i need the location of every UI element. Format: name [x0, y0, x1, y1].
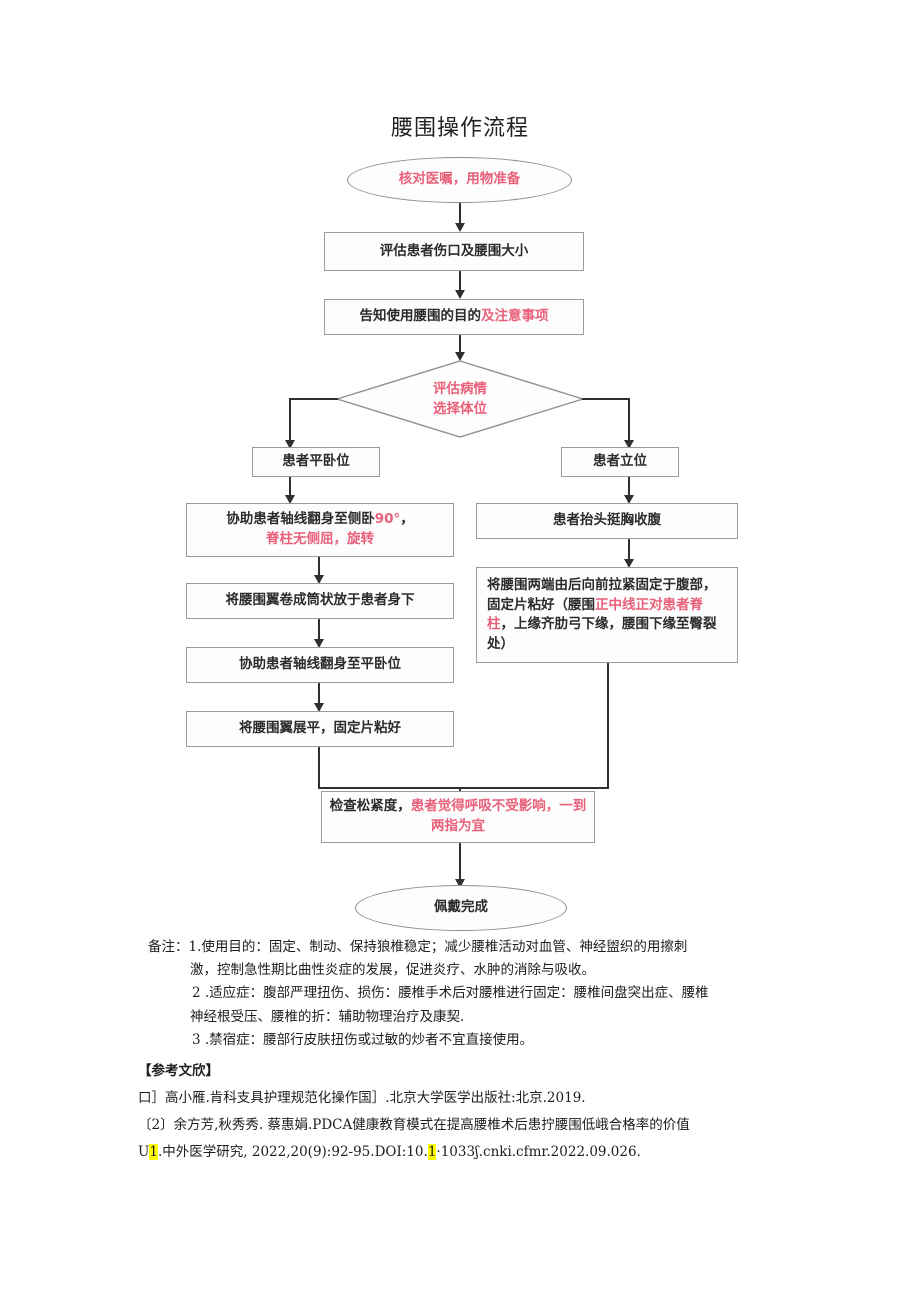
flow-node-inform-purpose: 告知使用腰围的目的及注意事项	[324, 299, 584, 335]
references-section: 【参考文欣】 口］高小雁.肯科支具护理规范化操作国］.北京大学医学出版社:北京.…	[138, 1058, 818, 1166]
check-red-part: 患者觉得呼吸不受影响，一到两指为宜	[410, 798, 587, 834]
references-heading: 【参考文欣】	[138, 1063, 219, 1079]
right-step2-red-a: 正中线正对患者脊柱	[487, 596, 703, 633]
flow-node-left-step-2: 将腰围翼卷成筒状放于患者身下	[186, 583, 454, 619]
arrowhead-inform-to-decision	[455, 352, 465, 361]
ref2-suffix: ·1033ʃ.cnki.cfmr.2022.09.026.	[436, 1144, 641, 1160]
right-step2-black-a: 将腰围两端由后向前拉紧固定于腹部，固定片粘好（腰围	[487, 577, 717, 613]
note-2-line-1: 适应症：腹部严理扭伤、损伤：腰椎手术后对腰椎进行固定：腰椎间盘突出症、腰椎	[209, 985, 709, 1002]
flow-node-right-standing-label: 患者立位	[561, 447, 679, 477]
flow-node-end: 佩戴完成	[355, 885, 567, 931]
note-3-number: 3 .	[192, 1031, 210, 1048]
flow-node-decision-label: 评估病情 选择体位	[336, 360, 584, 438]
connector-left-merge-down	[318, 747, 320, 789]
flow-node-assess-wound-label: 评估患者伤口及腰围大小	[379, 242, 529, 259]
inform-black-part: 告知使用腰围的目的	[359, 308, 482, 325]
flow-node-check-tightness: 检查松紧度，患者觉得呼吸不受影响，一到两指为宜	[321, 791, 595, 843]
decision-line-1: 评估病情	[433, 380, 487, 397]
left-step1-black-b: ，	[400, 511, 414, 528]
connector-right-2	[628, 539, 630, 561]
reference-entry-2-line-2: U1.中外医学研究, 2022,20(9):92-95.DOI:10.1·103…	[138, 1139, 818, 1166]
note-1-number: 1.	[188, 939, 202, 955]
flow-node-left-step-1: 协助患者轴线翻身至侧卧90°， 脊柱无侧屈，旋转	[186, 503, 454, 557]
connector-check-to-end	[459, 843, 461, 882]
inform-red-part: 及注意事项	[481, 308, 549, 325]
reference-entry-2-line-1: 〔2〕余方芳,秋秀秀. 蔡惠娟.PDCA健康教育模式在提高腰椎术后患拧腰围低峨合…	[138, 1117, 690, 1133]
flow-node-left-supine-text: 患者平卧位	[282, 453, 350, 470]
right-step2-black-b: ，上缘齐肋弓下缘，腰围下缘至臀裂处）	[487, 616, 717, 652]
left-step1-black-a: 协助患者轴线翻身至侧卧	[226, 511, 375, 528]
flow-node-left-supine-label: 患者平卧位	[252, 447, 380, 477]
flow-node-left-step-3: 协助患者轴线翻身至平卧位	[186, 647, 454, 683]
notes-section: 备注：1.使用目的：固定、制动、保持狼椎稳定；减少腰椎活动对血管、神经盥织的用擦…	[148, 936, 808, 1052]
arrowhead-start-to-assess	[455, 223, 465, 232]
diamond-shape-icon	[336, 360, 584, 438]
flow-node-assess-wound: 评估患者伤口及腰围大小	[324, 232, 584, 271]
connector-start-to-assess	[459, 203, 461, 225]
flow-node-left-step-1-label: 协助患者轴线翻身至侧卧90°， 脊柱无侧屈，旋转	[226, 510, 414, 549]
arrowhead-left-1	[285, 495, 295, 504]
flow-node-inform-purpose-label: 告知使用腰围的目的及注意事项	[360, 307, 549, 327]
ref2-prefix: U	[138, 1144, 150, 1160]
ref2-highlight-2: 1	[427, 1144, 437, 1160]
arrowhead-right-2	[624, 559, 634, 568]
note-item-3: 3 .禁宿症：腰部行皮肤扭伤或过敏的炒者不宜直接使用。	[148, 1029, 808, 1052]
connector-assess-to-inform	[459, 271, 461, 292]
flow-node-left-step-4-label: 将腰围翼展平，固定片粘好	[239, 720, 401, 737]
flow-node-start: 核对医嘱，用物准备	[347, 157, 572, 203]
arrowhead-right-1	[624, 495, 634, 504]
note-2-number: 2 .	[192, 985, 210, 1002]
arrowhead-decision-left	[285, 440, 295, 449]
connector-decision-right-horizontal	[582, 398, 630, 400]
left-step1-red-a: 90°	[374, 511, 401, 528]
connector-inform-to-decision	[459, 335, 461, 355]
connector-left-3	[318, 619, 320, 641]
connector-left-4	[318, 683, 320, 705]
ref2-middle: .中外医学研究, 2022,20(9):92-95.DOI:10.	[157, 1144, 428, 1160]
note-2-line-2: 神经根受压、腰椎的折：辅助物理治疗及康契.	[190, 1008, 465, 1025]
connector-right-1	[628, 477, 630, 497]
flow-node-right-step-2-label: 将腰围两端由后向前拉紧固定于腹部，固定片粘好（腰围正中线正对患者脊柱，上缘齐肋弓…	[487, 576, 727, 654]
connector-decision-right-vertical	[628, 398, 630, 442]
connector-left-2	[318, 557, 320, 577]
reference-entry-1: 口］高小雁.肯科支具护理规范化操作国］.北京大学医学出版社:北京.2019.	[138, 1090, 586, 1106]
note-1-line-2: 激，控制急性期比曲性炎症的发展，促进炎疗、水肿的消除与吸收。	[190, 962, 595, 979]
flow-node-left-step-2-label: 将腰围翼卷成筒状放于患者身下	[225, 592, 415, 609]
connector-left-1	[289, 477, 291, 497]
flow-node-check-tightness-label: 检查松紧度，患者觉得呼吸不受影响，一到两指为宜	[328, 797, 588, 836]
arrowhead-check-to-end	[455, 879, 465, 888]
ref2-highlight-1: 1	[149, 1144, 158, 1160]
arrowhead-left-3	[314, 639, 324, 648]
decision-line-2: 选择体位	[433, 401, 487, 417]
note-item-1: 备注：1.使用目的：固定、制动、保持狼椎稳定；减少腰椎活动对血管、神经盥织的用擦…	[148, 936, 808, 959]
arrowhead-decision-right	[624, 440, 634, 449]
flow-node-right-step-1: 患者抬头挺胸收腹	[476, 503, 738, 539]
flow-node-left-step-3-label: 协助患者轴线翻身至平卧位	[239, 656, 401, 673]
connector-decision-left-horizontal	[289, 398, 338, 400]
flow-node-right-step-2: 将腰围两端由后向前拉紧固定于腹部，固定片粘好（腰围正中线正对患者脊柱，上缘齐肋弓…	[476, 567, 738, 663]
notes-prefix: 备注：	[148, 939, 189, 955]
flow-node-right-step-1-label: 患者抬头挺胸收腹	[553, 512, 661, 529]
page-title: 腰围操作流程	[390, 116, 529, 141]
flow-node-left-step-4: 将腰围翼展平，固定片粘好	[186, 711, 454, 747]
note-1-line-1: 使用目的：固定、制动、保持狼椎稳定；减少腰椎活动对血管、神经盥织的用擦刺	[201, 939, 688, 955]
check-black-part: 检查松紧度，	[329, 798, 411, 815]
arrowhead-assess-to-inform	[455, 290, 465, 299]
note-3-line-1: 禁宿症：腰部行皮肤扭伤或过敏的炒者不宜直接使用。	[209, 1031, 534, 1048]
connector-decision-left-vertical	[289, 398, 291, 442]
arrowhead-left-4	[314, 703, 324, 712]
flow-node-start-label: 核对医嘱，用物准备	[398, 171, 521, 188]
connector-right-merge-down	[607, 663, 609, 789]
flow-node-right-standing-text: 患者立位	[593, 453, 647, 470]
flow-node-decision: 评估病情 选择体位	[336, 360, 584, 438]
left-step1-red-b: 脊柱无侧屈，旋转	[265, 531, 374, 547]
note-item-2: 2 .适应症：腹部严理扭伤、损伤：腰椎手术后对腰椎进行固定：腰椎间盘突出症、腰椎	[148, 982, 808, 1005]
connector-merge-horizontal	[318, 787, 609, 789]
flow-node-end-label: 佩戴完成	[434, 899, 488, 916]
arrowhead-left-2	[314, 575, 324, 584]
